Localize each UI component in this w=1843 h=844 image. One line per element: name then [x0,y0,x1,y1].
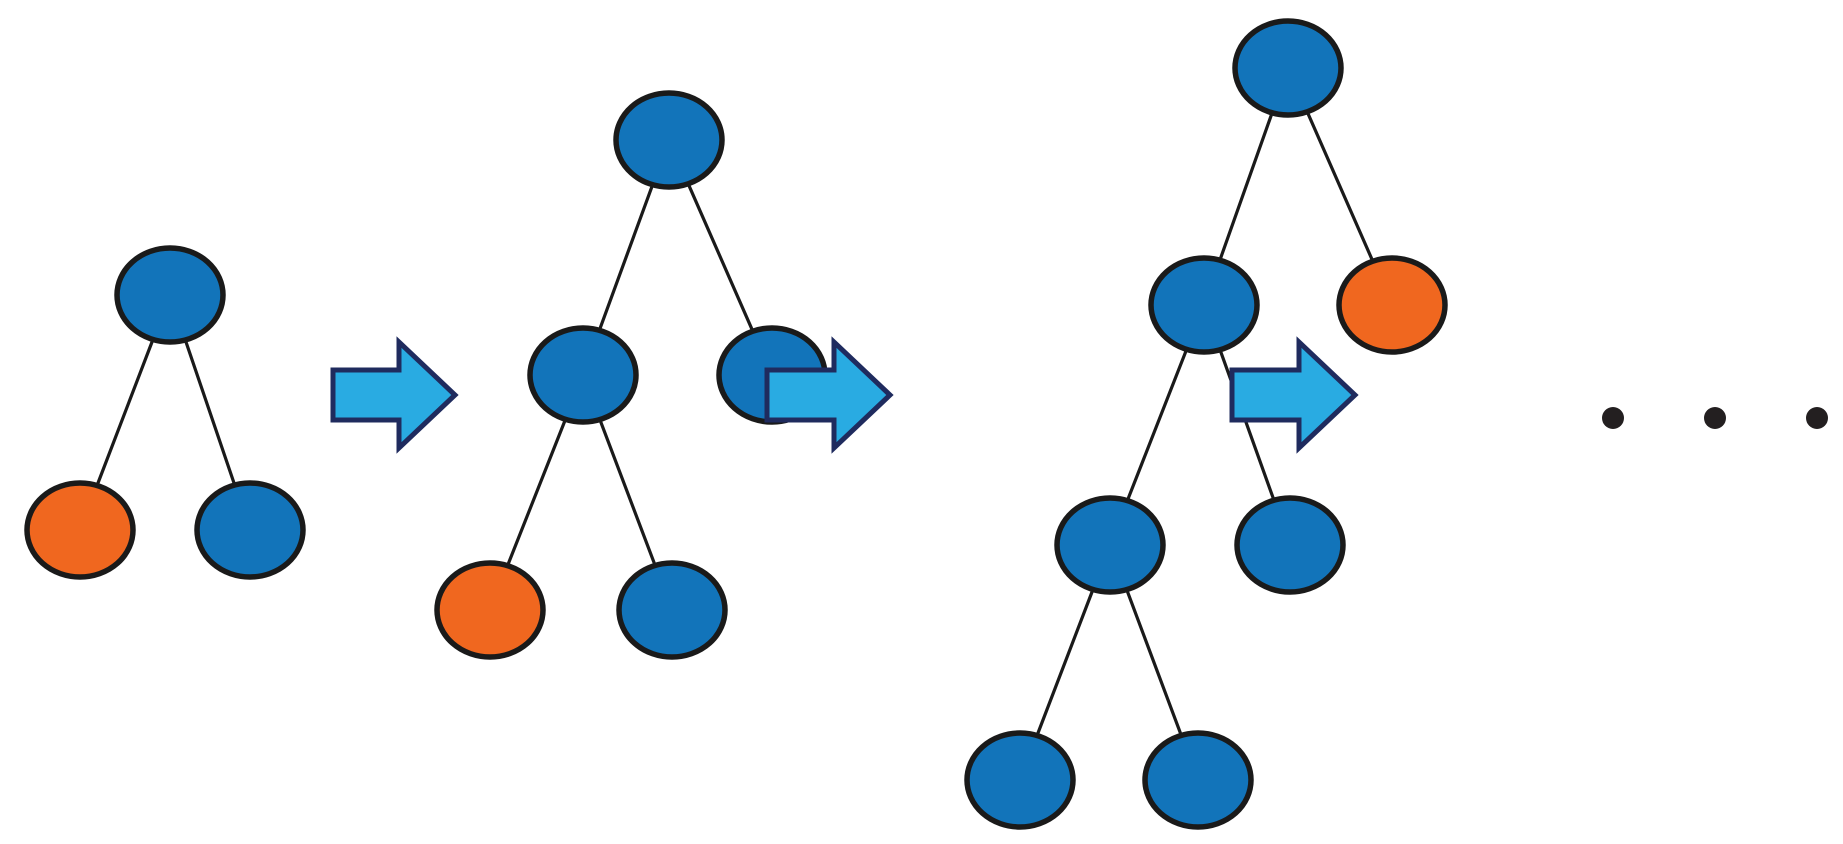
stage-3-edges [1035,110,1375,738]
tree-node-blue[interactable] [194,480,306,580]
tree-node-blue[interactable] [1232,18,1344,118]
ellipsis-dot [1704,407,1726,429]
tree-edge [1125,587,1183,738]
stage-3-nodes [964,18,1448,830]
stage-1-nodes [24,245,306,580]
ellipsis-layer [1602,407,1828,429]
tree-node-orange[interactable] [434,560,546,660]
nodes-layer [24,18,1448,830]
arrows-layer [330,336,1359,454]
tree-edge [598,417,657,568]
tree-node-blue[interactable] [613,90,725,190]
tree-node-blue[interactable] [114,245,226,345]
tree-edge [1035,587,1095,738]
tree-edge [1125,347,1189,503]
tree-edge [505,417,568,568]
tree-edge [1305,110,1375,263]
tree-edge [686,182,755,333]
stage-2-edges [505,182,755,568]
tree-edge [597,183,655,332]
tree-node-blue[interactable] [1234,495,1346,595]
tree-node-blue[interactable] [964,730,1076,830]
tree-node-blue[interactable] [527,325,639,425]
tree-node-blue[interactable] [1054,495,1166,595]
tree-edge [1218,348,1276,502]
tree-edge [1218,111,1274,262]
arrow-right-icon [764,336,894,454]
tree-edge [183,338,237,487]
ellipsis-dot [1602,407,1624,429]
tree-node-blue[interactable] [1142,730,1254,830]
ellipsis-dot [1806,407,1828,429]
tree-node-blue[interactable] [616,560,728,660]
stage-2-nodes [434,90,828,660]
tree-node-blue[interactable] [1148,255,1260,355]
tree-node-orange[interactable] [24,480,136,580]
arrow-right-icon [330,336,459,454]
arrow-right-icon [1229,336,1359,454]
tree-node-orange[interactable] [1336,255,1448,355]
edges-layer [95,110,1375,738]
stage-1-edges [95,337,237,488]
tree-edge [95,337,155,488]
